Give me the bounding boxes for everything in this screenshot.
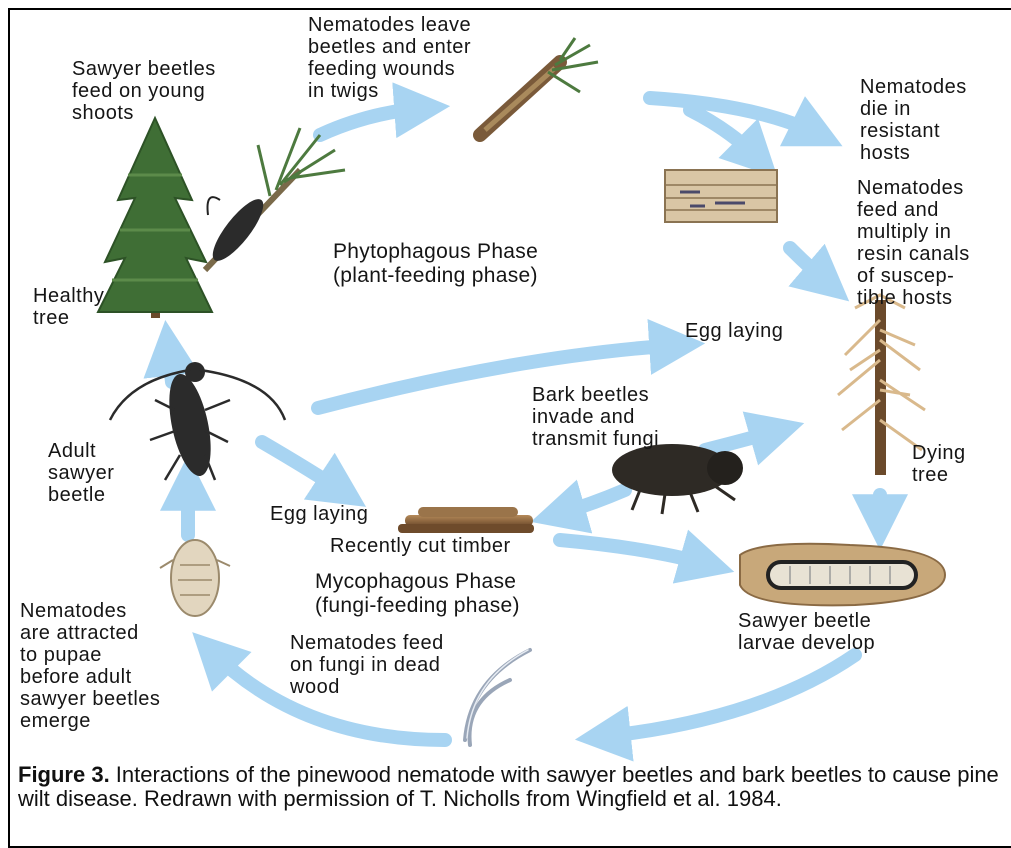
- label-egg-laying-bottom: Egg laying: [270, 503, 368, 525]
- arrow-larvae-to-fungi: [600, 655, 855, 737]
- arrow-beetle-to-timber: [262, 442, 345, 493]
- label-egg-laying-top: Egg laying: [685, 320, 783, 342]
- label-sawyer-feed: Sawyer beetles feed on young shoots: [72, 58, 216, 124]
- larva-illustration: [740, 544, 945, 606]
- arrow-to-twigs: [320, 108, 425, 135]
- arrow-bark-to-dying: [705, 430, 780, 450]
- arrow-adult-to-healthy: [168, 345, 172, 382]
- figure-caption: Figure 3. Interactions of the pinewood n…: [18, 763, 1008, 811]
- wood-section-illustration: [665, 170, 777, 222]
- arrow-timber-to-larvae: [560, 540, 710, 565]
- label-dying-tree: Dying tree: [912, 442, 966, 486]
- healthy-tree-illustration: [98, 118, 212, 318]
- label-recently-cut-timber: Recently cut timber: [330, 535, 511, 557]
- caption-text: Interactions of the pinewood nematode wi…: [18, 762, 999, 811]
- label-nematodes-attracted: Nematodes are attracted to pupae before …: [20, 600, 160, 732]
- arrow-bark-to-timber: [555, 490, 625, 515]
- adult-beetle-illustration: [110, 362, 285, 480]
- twig-illustration: [480, 38, 598, 135]
- label-nematodes-die: Nematodes die in resistant hosts: [860, 76, 967, 164]
- label-phytophagous-phase: Phytophagous Phase (plant-feeding phase): [333, 240, 538, 288]
- label-healthy-tree: Healthy tree: [33, 285, 104, 329]
- label-nematodes-fungi: Nematodes feed on fungi in dead wood: [290, 632, 444, 698]
- sawyer-on-shoot-illustration: [205, 128, 345, 270]
- caption-figure-label: Figure 3.: [18, 762, 110, 787]
- nematodes-illustration: [465, 650, 530, 745]
- label-nematodes-leave: Nematodes leave beetles and enter feedin…: [308, 14, 471, 102]
- bark-beetle-illustration: [612, 444, 743, 514]
- pupa-illustration: [160, 540, 230, 616]
- label-adult-sawyer: Adult sawyer beetle: [48, 440, 114, 506]
- label-larvae-develop: Sawyer beetle larvae develop: [738, 610, 875, 654]
- timber-illustration: [398, 507, 534, 533]
- label-mycophagous-phase: Mycophagous Phase (fungi-feeding phase): [315, 570, 520, 618]
- label-nematodes-feed-multiply: Nematodes feed and multiply in resin can…: [857, 177, 970, 309]
- label-bark-beetles: Bark beetles invade and transmit fungi: [532, 384, 659, 450]
- arrow-to-dying: [790, 248, 830, 285]
